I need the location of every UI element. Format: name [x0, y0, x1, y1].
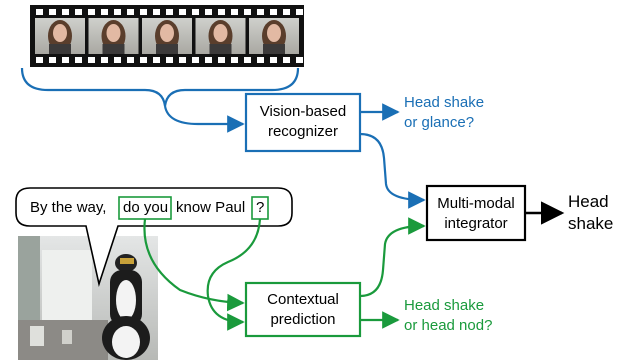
integrator-label-line2: integrator [444, 215, 507, 232]
film-sprocket-hole [231, 57, 238, 63]
contextual-prediction-node: Contextual prediction [244, 281, 362, 338]
film-sprocket-hole [296, 9, 303, 15]
film-sprocket-hole [218, 57, 225, 63]
film-frame [88, 18, 139, 54]
film-sprocket-hole [114, 57, 121, 63]
film-sprocket-hole [257, 57, 264, 63]
final-output-line1: Head [568, 192, 609, 211]
film-sprocket-hole [101, 9, 108, 15]
film-sprocket-hole [192, 9, 199, 15]
film-sprocket-hole [88, 9, 95, 15]
film-sprocket-hole [62, 9, 69, 15]
film-frame [249, 18, 299, 54]
film-frames [35, 18, 299, 54]
film-strip [30, 5, 304, 67]
film-sprocket-hole [192, 57, 199, 63]
speech-text-part3: know Paul [176, 199, 245, 216]
film-sprocket-hole [166, 57, 173, 63]
integrator-label-line1: Multi-modal [437, 195, 515, 212]
contextual-label-line2: prediction [270, 311, 335, 328]
film-sprocket-hole [127, 9, 134, 15]
film-sprocket-hole [49, 57, 56, 63]
film-sprocket-hole [244, 9, 251, 15]
vision-recognizer-node: Vision-based recognizer [244, 92, 362, 153]
film-sprocket-hole [296, 57, 303, 63]
contextual-label-line1: Contextual [267, 291, 339, 308]
film-frame [35, 18, 85, 54]
film-sprocket-hole [257, 9, 264, 15]
arrow-question-to-contextual [206, 218, 262, 331]
film-sprocket-hole [36, 57, 43, 63]
speech-text-part1: By the way, [30, 199, 106, 216]
arrow-doyou-to-contextual [143, 218, 245, 312]
film-sprocket-hole [179, 57, 186, 63]
arrow-vision-to-integrator [359, 132, 426, 209]
vision-output-line1: Head shake [404, 94, 484, 111]
film-sprocket-hole [101, 57, 108, 63]
arrow-contextual-to-integrator [359, 217, 426, 298]
office-photo [18, 236, 158, 360]
integrator-node: Multi-modal integrator [425, 184, 527, 242]
vision-label-line2: recognizer [268, 123, 338, 140]
film-sprocket-hole [36, 9, 43, 15]
film-sprocket-hole [127, 57, 134, 63]
film-sprocket-hole [270, 57, 277, 63]
film-sprocket-hole [283, 9, 290, 15]
vision-output-line2: or glance? [404, 114, 474, 131]
film-sprocket-hole [62, 57, 69, 63]
film-sprocket-hole [75, 9, 82, 15]
film-sprocket-hole [244, 57, 251, 63]
film-sprocket-hole [205, 57, 212, 63]
film-sprocket-hole [140, 9, 147, 15]
film-sprocket-hole [140, 57, 147, 63]
arrow-film-to-vision [163, 105, 245, 133]
film-sprocket-hole [166, 9, 173, 15]
film-sprocket-hole [231, 9, 238, 15]
film-sprocket-hole [218, 9, 225, 15]
film-sprocket-hole [88, 57, 95, 63]
contextual-output-line2: or head nod? [404, 317, 492, 334]
film-sprocket-hole [49, 9, 56, 15]
film-sprocket-hole [153, 9, 160, 15]
film-sprockets [36, 9, 303, 63]
vision-label-line1: Vision-based [260, 103, 346, 120]
film-sprocket-hole [270, 9, 277, 15]
film-sprocket-hole [283, 57, 290, 63]
film-sprocket-hole [179, 9, 186, 15]
film-sprocket-hole [205, 9, 212, 15]
film-sprocket-hole [75, 57, 82, 63]
film-frame [142, 18, 192, 54]
film-sprocket-hole [153, 57, 160, 63]
final-output-line2: shake [568, 214, 613, 233]
speech-text-part2: do you [123, 199, 168, 216]
film-frame [195, 18, 246, 54]
film-sprocket-hole [114, 9, 121, 15]
speech-bubble: By the way, do you know Paul ? [15, 187, 293, 288]
contextual-output-line1: Head shake [404, 297, 484, 314]
speech-text-part4: ? [256, 199, 264, 216]
